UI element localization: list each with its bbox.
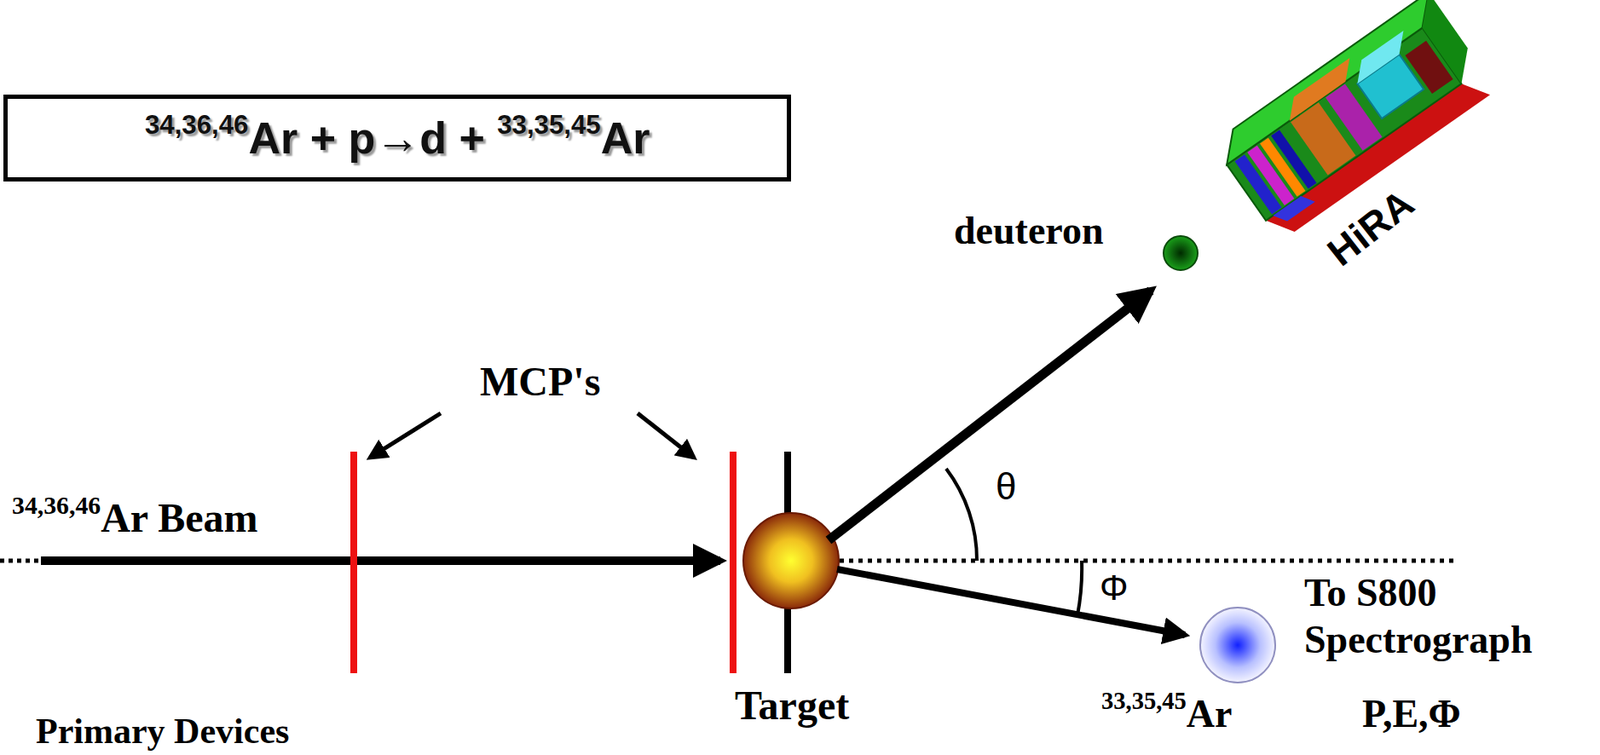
residue-particle (1200, 607, 1276, 683)
deuteron-track (828, 290, 1151, 541)
beam-axis (0, 559, 41, 564)
measured-quantities: P,E,Φ (1362, 692, 1462, 738)
angle-symbol: Φ (1099, 567, 1129, 609)
deuteron-particle (1163, 236, 1198, 271)
hira-detector (1212, 0, 1497, 242)
isotope-superscript: 34,36,46 (11, 490, 101, 520)
equation-box: 34,36,46Ar + p→d + 33,35,45Ar (3, 94, 792, 182)
beam-label: 34,36,46Ar Beam (11, 494, 259, 542)
theta-arc (946, 468, 977, 561)
leader-arrow (637, 413, 694, 458)
isotope-superscript: 34,36,46 (144, 109, 249, 140)
beam-axis (839, 559, 1455, 564)
phi-arc (1077, 560, 1082, 616)
residue-track (837, 569, 1185, 636)
spectrograph-label: To S800 Spectrograph (1304, 569, 1586, 664)
leader-arrow (369, 413, 441, 458)
section-heading: Primary Devices (35, 710, 289, 752)
target-label: Target (734, 681, 850, 729)
mcp-detector (729, 451, 737, 674)
particle-label: 33,35,45Ar (1101, 692, 1232, 738)
mcp-detector (350, 451, 358, 674)
angle-symbol: θ (995, 465, 1017, 509)
isotope-superscript: 33,35,45 (1101, 687, 1187, 715)
particle-label: deuteron (953, 208, 1104, 255)
reaction-equation: 34,36,46Ar + p→d + 33,35,45Ar (144, 111, 650, 165)
target-sphere (743, 513, 839, 609)
isotope-superscript: 33,35,45 (496, 109, 601, 140)
detector-label: MCP's (479, 358, 601, 405)
beam-arrow (40, 556, 721, 566)
